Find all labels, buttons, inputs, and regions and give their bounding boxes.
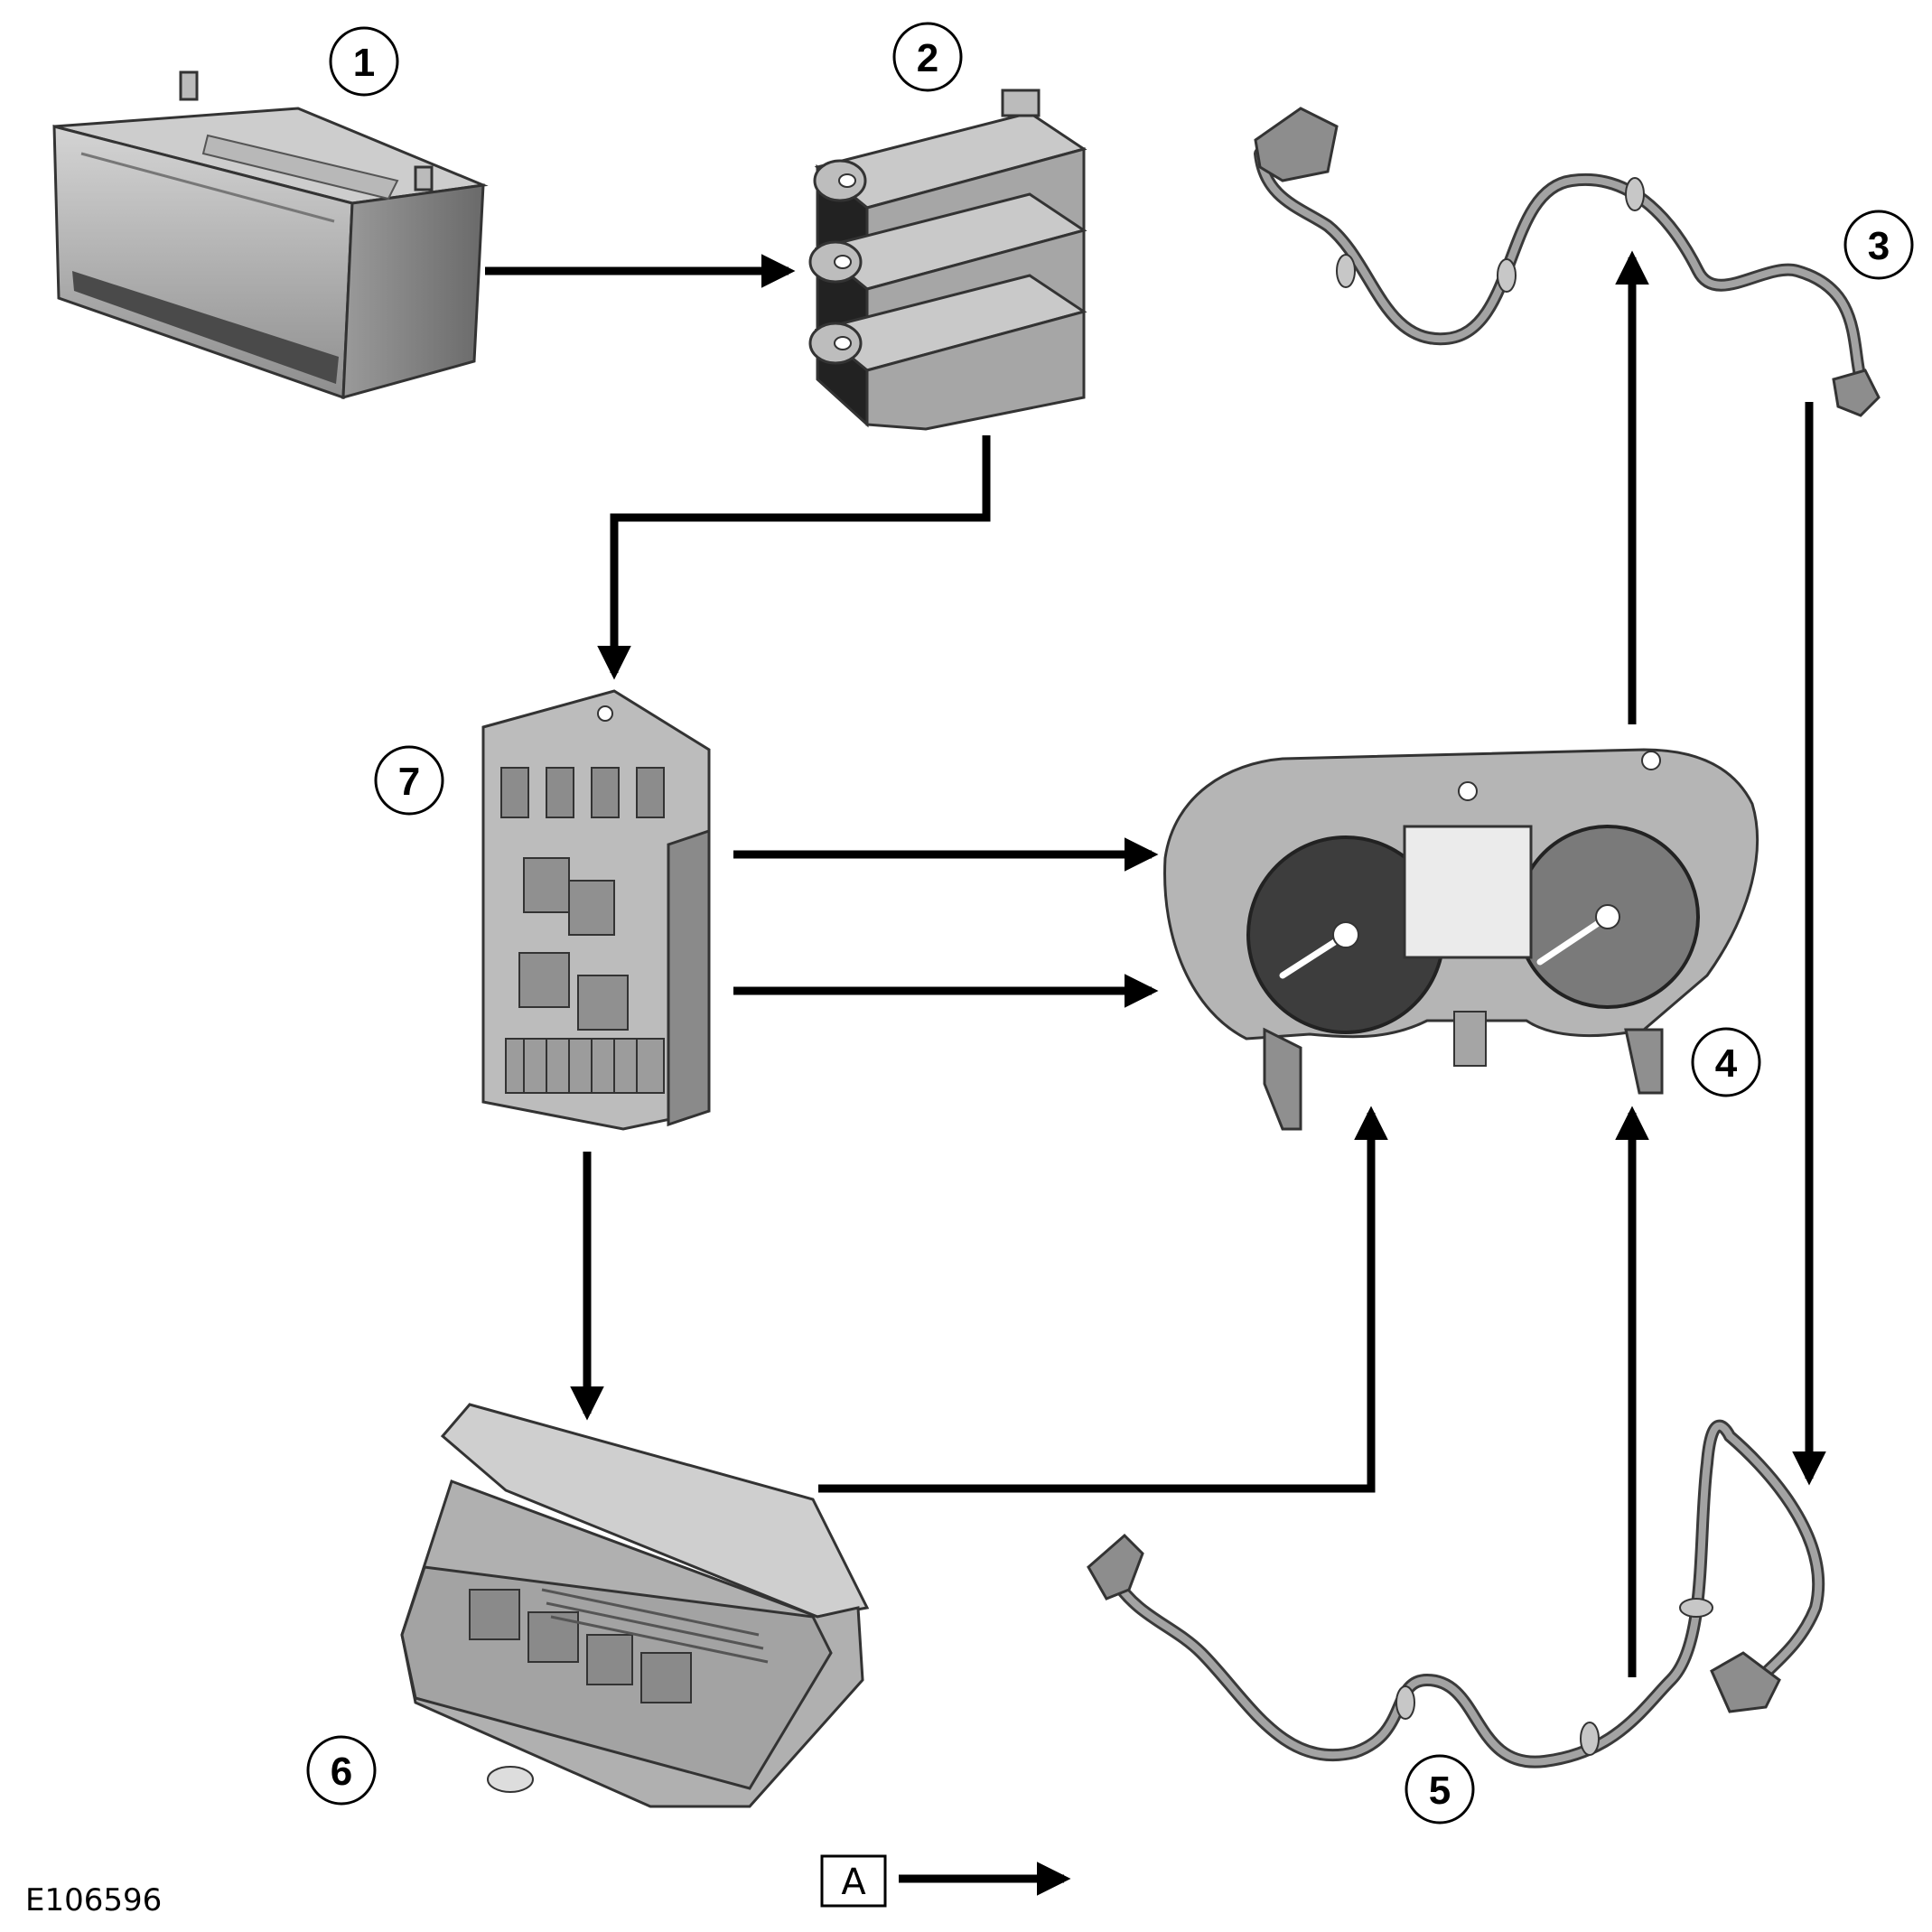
legend: A: [820, 1854, 887, 1908]
callout-6-label: 6: [331, 1750, 352, 1794]
battery: [52, 70, 489, 400]
callout-6: 6: [306, 1735, 377, 1806]
callout-3: 3: [1843, 210, 1914, 280]
callout-4-label: 4: [1715, 1041, 1738, 1086]
arrow-junction-to-cjb: [597, 435, 991, 680]
figure-id: E106596: [25, 1882, 162, 1918]
wheel-speed-sensor-harness-lower: [1087, 1419, 1825, 1769]
callout-2: 2: [892, 22, 963, 92]
legend-box: [820, 1854, 887, 1908]
callout-1: 1: [329, 26, 399, 97]
central-junction-box: [481, 689, 711, 1131]
callout-7: 7: [374, 745, 444, 816]
engine-junction-box: [400, 1403, 870, 1808]
arrow-engine-box-to-cluster: [818, 1106, 1388, 1493]
callout-2-label: 2: [917, 36, 938, 80]
wheel-speed-sensor-harness-upper: [1254, 107, 1881, 417]
callout-7-label: 7: [398, 760, 420, 804]
callout-3-label: 3: [1868, 224, 1890, 268]
legend-label: A: [841, 1862, 866, 1903]
callout-5: 5: [1405, 1754, 1475, 1825]
battery-junction-box: [808, 89, 1087, 431]
instrument-cluster: [1163, 748, 1759, 1131]
arrows: [485, 250, 1826, 1896]
callout-4: 4: [1691, 1027, 1761, 1097]
callout-1-label: 1: [353, 41, 375, 85]
callout-5-label: 5: [1429, 1769, 1451, 1813]
